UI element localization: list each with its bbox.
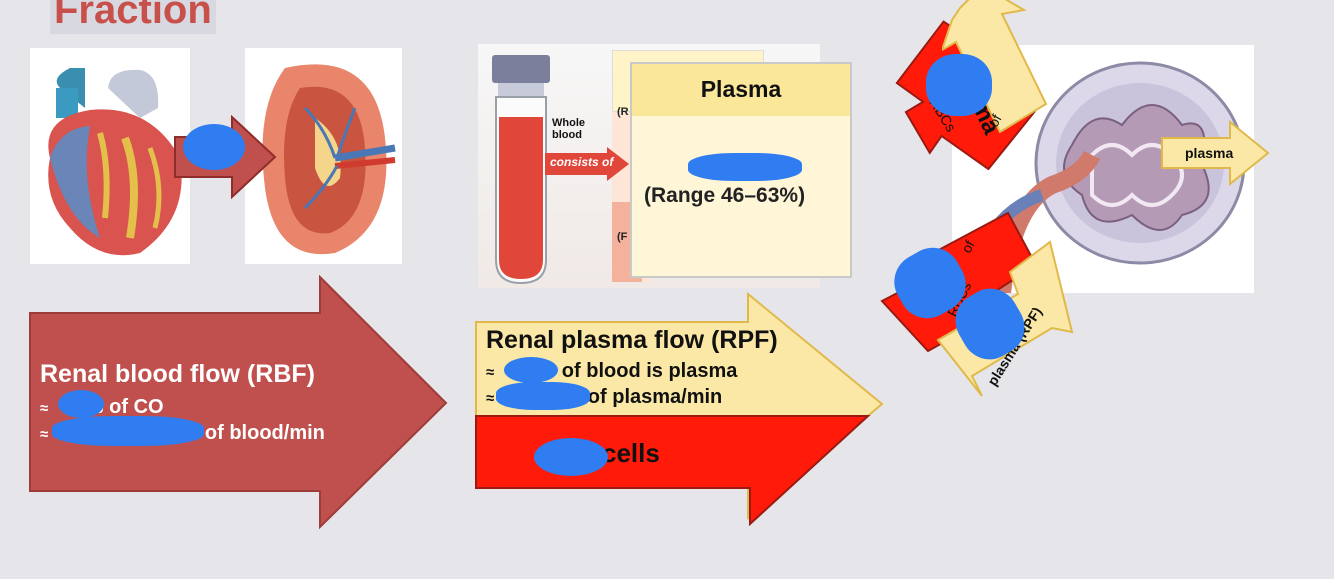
heart-image [30,48,190,264]
redaction-mark [688,153,802,181]
whole-blood-label: Whole blood [552,117,585,141]
hidden-label-bottom: (F [617,231,628,243]
redaction-mark [183,124,245,170]
redaction-mark [534,438,608,476]
rbf-line-1: ≈ % of CO [40,396,164,419]
rpf-line-2-text: of plasma/min [587,386,723,408]
consists-of-arrow [545,147,629,181]
rpf-line-1: ≈ of blood is plasma [486,360,737,383]
cells-label: cells [602,438,660,468]
hidden-label-top: (R [617,106,629,118]
test-tube [492,55,550,285]
redaction-mark [496,382,590,410]
rbf-line-2: ≈ . of blood/min [40,422,325,445]
right-arrow-plasma-label: plasma [1185,145,1234,161]
plasma-range: (Range 46–63%) [644,184,806,207]
rbf-line-1-text: % of CO [85,396,164,418]
rbf-title: Renal blood flow (RBF) [40,360,315,388]
approx-symbol: ≈ [486,364,495,381]
slide-title: Fraction [50,0,216,34]
yellow-arrow-top [942,0,1048,134]
redaction-mark [926,54,992,116]
rbf-line-2-text: . of blood/min [193,422,325,444]
approx-symbol: ≈ [40,400,49,417]
approx-symbol: ≈ [40,426,49,443]
rpf-line-1-text: of blood is plasma [561,360,738,382]
redaction-mark [504,357,558,383]
consists-of-label: consists of [550,155,614,169]
rpf-title: Renal plasma flow (RPF) [486,326,778,354]
yellow-arrow-right [1161,120,1270,186]
redaction-mark [58,390,104,418]
approx-symbol: ≈ [486,390,495,407]
plasma-card: Plasma (Range 46–63%) [630,62,852,278]
plasma-card-header: Plasma [632,64,850,116]
redaction-mark [52,416,204,446]
rpf-line-2: ≈ of plasma/min [486,386,722,409]
plasma-card-title: Plasma [700,76,782,102]
rbf-arrow [29,275,448,530]
kidney-image [245,48,402,264]
